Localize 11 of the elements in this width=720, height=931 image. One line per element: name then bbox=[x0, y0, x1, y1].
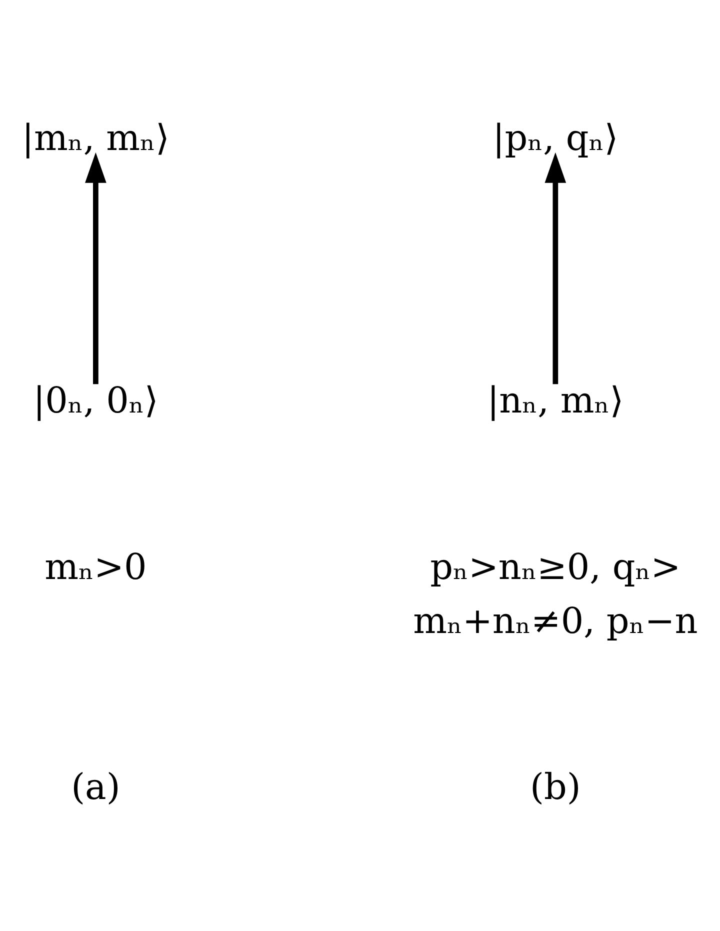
label: mₙ>0 bbox=[44, 547, 147, 588]
node-text: |0ₙ, 0ₙ⟩ bbox=[33, 380, 158, 422]
label: pₙ>nₙ≥0, qₙ> bbox=[430, 547, 681, 588]
label: mₙ+nₙ≠0, pₙ−n bbox=[413, 600, 698, 642]
arrow bbox=[544, 152, 566, 384]
node-text: |pₙ, qₙ⟩ bbox=[492, 118, 618, 159]
label: (a) bbox=[71, 767, 120, 808]
node-text: |mₙ, mₙ⟩ bbox=[22, 118, 170, 159]
node-text: |nₙ, mₙ⟩ bbox=[487, 380, 624, 422]
label: (b) bbox=[530, 767, 581, 808]
arrow bbox=[85, 152, 106, 384]
